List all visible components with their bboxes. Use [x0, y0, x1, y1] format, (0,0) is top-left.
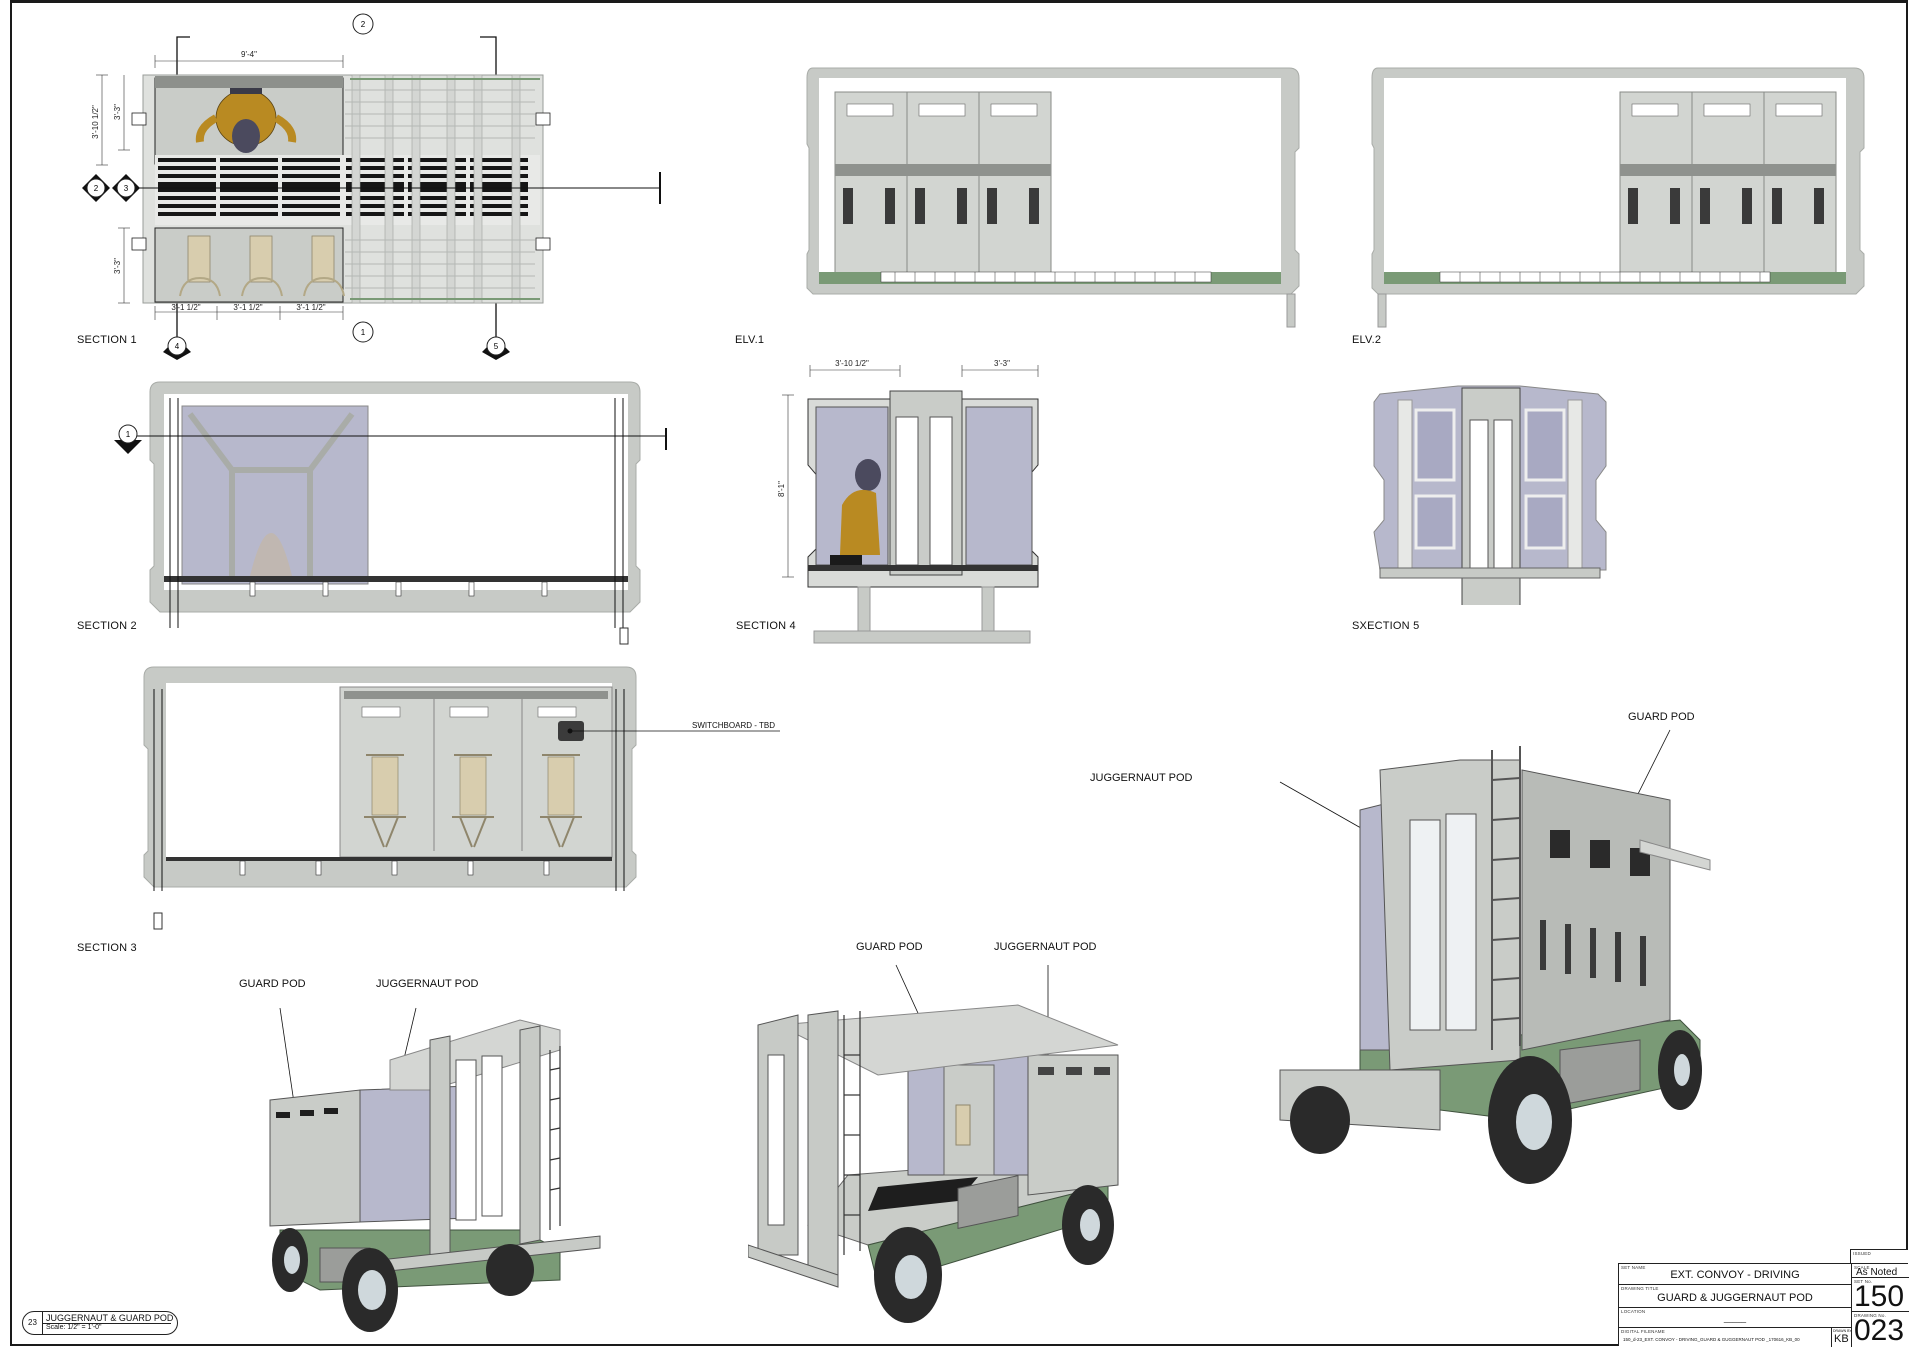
titleblock-issued: ISSUED [1850, 1249, 1908, 1263]
callout-juggernaut-pod-mid: JUGGERNAUT POD [994, 941, 1097, 953]
drawing-title-value: GUARD & JUGGERNAUT POD [1657, 1292, 1813, 1304]
titleblock-drawing-no: DRAWING No. 023 [1851, 1312, 1909, 1347]
titleblock-scale: SCALE As Noted [1851, 1264, 1909, 1278]
perspective-view-middle [748, 964, 1119, 1323]
svg-text:4: 4 [175, 342, 180, 351]
label-elv-1: ELV.1 [735, 334, 765, 346]
section-marker-left-3: 3 [112, 174, 140, 202]
perspective-view-right [1279, 729, 1711, 1184]
titleblock-set-name: SET NAME EXT. CONVOY - DRIVING [1619, 1264, 1851, 1285]
set-name-value: EXT. CONVOY - DRIVING [1670, 1269, 1800, 1281]
svg-text:5: 5 [494, 342, 499, 351]
section-4-drawing: 3'-10 1/2" 3'-3" 8'-1" [777, 359, 1039, 644]
dim-section4-right: 3'-3" [994, 359, 1010, 368]
svg-text:1: 1 [126, 430, 131, 439]
filename-value: 150_d-23_EXT. CONVOY - DRIVING_GUARD & G… [1623, 1337, 1800, 1342]
section-marker-1: 1 [114, 424, 142, 454]
callout-guard-pod-left: GUARD POD [239, 978, 306, 990]
label-elv-2: ELV.2 [1352, 334, 1382, 346]
callout-guard-pod-mid: GUARD POD [856, 941, 923, 953]
section-marker-cut-4: 4 [163, 336, 191, 360]
perspective-view-left [269, 1007, 601, 1332]
dim-bottom-a: 3'-1 1/2" [171, 303, 200, 312]
dim-overall-width: 9'-4" [241, 50, 257, 59]
dim-left-bottom: 3'-3" [113, 258, 122, 274]
dim-left-total: 3'-10 1/2" [91, 105, 100, 139]
callout-guard-pod-right: GUARD POD [1628, 711, 1695, 723]
svg-text:2: 2 [94, 184, 99, 193]
dim-section4-height: 8'-1" [777, 481, 786, 497]
dim-section4-left: 3'-10 1/2" [835, 359, 869, 368]
section-marker-left-2: 2 [82, 174, 110, 202]
svg-text:2: 2 [361, 20, 366, 29]
elevation-1-drawing [806, 67, 1300, 328]
dim-bottom-c: 3'-1 1/2" [296, 303, 325, 312]
section-1-plan-drawing: 9'-4" 3'-10 1/2" 3'-3" 3'-3" 3'-1 1/2" 3… [82, 13, 661, 360]
set-no-value: 150 [1854, 1280, 1905, 1313]
section-marker-cut-5: 5 [482, 336, 510, 360]
section-5-drawing [1373, 385, 1607, 605]
titleblock-location: LOCATION _____ [1619, 1308, 1851, 1328]
svg-text:3: 3 [124, 184, 129, 193]
label-section-1: SECTION 1 [77, 334, 137, 346]
titleblock-filename: DIGITAL FILENAME 150_d-23_EXT. CONVOY - … [1621, 1328, 1852, 1347]
label-section-4: SECTION 4 [736, 620, 796, 632]
section-2-drawing: 1 [114, 381, 667, 645]
dim-left-top: 3'-3" [113, 104, 122, 120]
drawing-tag-title: JUGGERNAUT & GUARD POD [46, 1313, 174, 1323]
label-section-3: SECTION 3 [77, 942, 137, 954]
drawing-tag-scale: Scale: 1/2" = 1'-0" [46, 1324, 102, 1331]
scale-value: As Noted [1856, 1267, 1898, 1278]
label-section-5: SXECTION 5 [1352, 620, 1420, 632]
drawing-tag-number: 23 [23, 1312, 43, 1334]
section-3-drawing [143, 666, 780, 930]
dim-bottom-b: 3'-1 1/2" [233, 303, 262, 312]
drawn-by-value: KB [1834, 1333, 1849, 1345]
drawn-by-cell: DRAWN BY KB [1831, 1328, 1852, 1347]
titleblock-drawing-title: DRAWING TITLE GUARD & JUGGERNAUT POD [1619, 1285, 1851, 1308]
callout-juggernaut-pod-left: JUGGERNAUT POD [376, 978, 479, 990]
titleblock-set-no: SET No. 150 [1851, 1278, 1909, 1313]
location-value: _____ [1723, 1314, 1747, 1323]
drawing-tag: 23 JUGGERNAUT & GUARD POD Scale: 1/2" = … [22, 1311, 178, 1335]
svg-text:1: 1 [361, 328, 366, 337]
callout-switchboard: SWITCHBOARD - TBD [692, 721, 775, 730]
drawing-no-value: 023 [1854, 1314, 1905, 1347]
section-marker-bottom: 1 [352, 321, 374, 343]
label-section-2: SECTION 2 [77, 620, 137, 632]
elevation-2-drawing [1371, 67, 1865, 328]
title-block: SET NAME EXT. CONVOY - DRIVING DRAWING T… [1618, 1263, 1909, 1347]
callout-juggernaut-pod-right: JUGGERNAUT POD [1090, 772, 1193, 784]
section-marker-top: 2 [352, 13, 374, 35]
